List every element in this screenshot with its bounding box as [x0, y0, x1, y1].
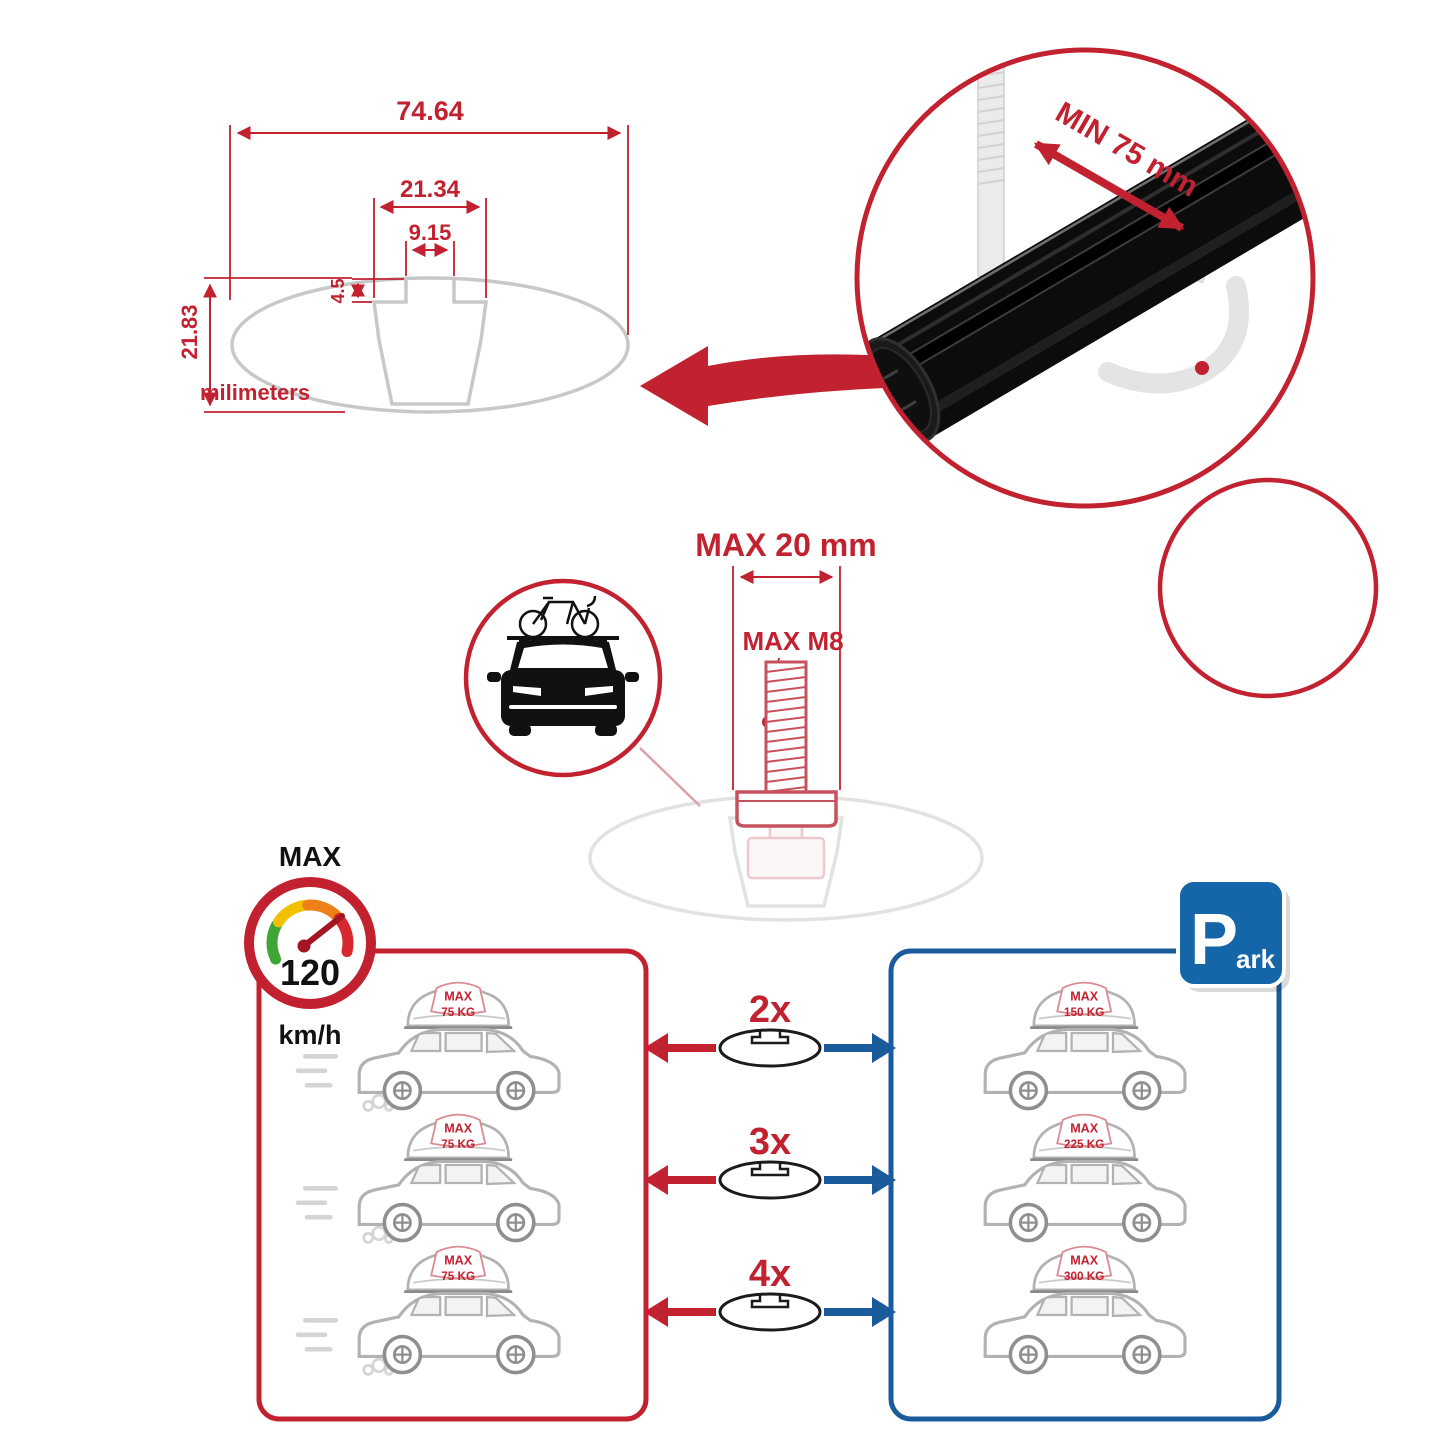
cargo-max-label: MAX [444, 990, 473, 1004]
gauge-arc-orange [302, 899, 342, 922]
zoom-arrow [640, 346, 884, 426]
ext-lines-slot-width [405, 241, 455, 276]
red-car-1: MAX 75 KG [298, 980, 561, 1111]
suv-rooftop-circle [1157, 477, 1379, 699]
ext-lines-total-width [229, 125, 629, 335]
suv-circle-bg [1160, 480, 1376, 696]
bolt-head [735, 790, 838, 828]
unit-label: milimeters [200, 380, 310, 405]
red-arrow-head [644, 1033, 668, 1063]
ext-lines-total-height [204, 277, 352, 413]
ext-lines-inner-width [373, 198, 487, 298]
red-car-2: MAX 75 KG [298, 1112, 561, 1243]
cargo-weight-label: 300 KG [1064, 1270, 1104, 1283]
cargo-max-label: MAX [1070, 1254, 1099, 1268]
blue-car-2: MAX 225 KG [983, 1112, 1187, 1243]
crossbar-icon [718, 1160, 822, 1200]
cargo-max-label: MAX [444, 1254, 473, 1268]
bolt-threads [765, 666, 807, 793]
cargo-weight-label: 75 KG [441, 1006, 475, 1019]
crossbar-profile [230, 276, 630, 414]
bike-car-illustration [487, 595, 639, 736]
gauge-arc-yellow [273, 900, 310, 928]
max-length-label: MAX 20 mm [695, 527, 876, 563]
multiplier-label: 3x [749, 1121, 791, 1163]
gauge-needle [301, 913, 345, 949]
blue-car-1: MAX 150 KG [983, 980, 1187, 1111]
speed-unit: km/h [278, 1020, 341, 1050]
cargo-max-label: MAX [1070, 1122, 1099, 1136]
clamp-point-dot [1195, 361, 1209, 375]
cargo-max-label: MAX [1070, 990, 1099, 1004]
car-bumper-gap [509, 705, 617, 709]
clamp-rod-left [977, 55, 1005, 277]
cargo-max-label: MAX [444, 1122, 473, 1136]
dimension-diagram: 74.64 21.34 9.15 4.5 21.83 milimeters [177, 96, 630, 414]
park-sign-board [1176, 878, 1286, 988]
park-sign: P ark [1176, 878, 1290, 992]
red-panel: MAX 75 KG MAX 75 KG MAX 75 KG [256, 948, 649, 1422]
dim-inner-width: 21.34 [400, 176, 461, 203]
bolt-spec: MAX 20 mm MAX M8 [588, 527, 984, 922]
gauge-needle-hub [297, 939, 311, 953]
dim-total-width: 74.64 [396, 96, 464, 126]
park-sign-suffix: ark [1236, 944, 1276, 974]
car-wheel-left [509, 724, 531, 736]
red-arrow-head [644, 1297, 668, 1327]
car-mirror-right [625, 672, 639, 682]
crossbar-icon [718, 1028, 822, 1068]
cargo-weight-label: 75 KG [441, 1138, 475, 1151]
cargo-weight-label: 75 KG [441, 1270, 475, 1283]
red-arrow-head [644, 1165, 668, 1195]
cargo-weight-label: 225 KG [1064, 1138, 1104, 1151]
multiplier-rows: 2x 3x 4x [644, 989, 896, 1332]
ext-lines-bolt [732, 566, 841, 790]
blue-arrow-head [872, 1165, 896, 1195]
blue-car-3: MAX 300 KG [983, 1244, 1187, 1375]
car-headlight-left [513, 686, 541, 696]
speed-value: 120 [280, 952, 340, 993]
multiplier-row-2: 3x [644, 1121, 896, 1200]
car-mirror-left [487, 672, 501, 682]
crossbar-t-slot [372, 279, 488, 406]
speed-limit-gauge: MAX 120 km/h [244, 841, 376, 1050]
crossbar-icon [718, 1292, 822, 1332]
suv-circle-ring [1157, 477, 1379, 699]
cargo-weight-label: 150 KG [1064, 1006, 1104, 1019]
multiplier-label: 4x [749, 1253, 791, 1295]
car-front-windshield [518, 644, 608, 668]
t-nut-plate [746, 818, 826, 880]
multiplier-row-1: 2x [644, 989, 896, 1068]
car-headlight-right [585, 686, 613, 696]
blue-arrow-head [872, 1297, 896, 1327]
ext-lines-slot-depth [352, 278, 404, 303]
red-car-3: MAX 75 KG [298, 1244, 561, 1375]
park-sign-letter: P [1190, 900, 1238, 980]
bike-circle-leader [639, 747, 701, 807]
detail-circle-ring [854, 47, 1316, 509]
bolt-illustration [735, 660, 838, 828]
speed-max-label: MAX [279, 841, 342, 872]
car-wheel-right [595, 724, 617, 736]
car-front-body [501, 670, 625, 726]
multiplier-label: 2x [749, 989, 791, 1031]
multiplier-row-3: 4x [644, 1253, 896, 1332]
blue-panel: MAX 150 KG MAX 225 KG MAX 300 KG [888, 948, 1282, 1422]
blue-arrow-head [872, 1033, 896, 1063]
detail-circle: MIN 75 mm [854, 47, 1316, 509]
max-thread-label: MAX M8 [742, 626, 843, 656]
bike-car-circle [463, 578, 663, 778]
dim-slot-depth: 4.5 [328, 278, 348, 303]
dim-slot-width: 9.15 [409, 220, 452, 245]
dim-total-height: 21.83 [177, 304, 202, 359]
gauge-arc-green [266, 919, 282, 965]
min-clamp-arrow [1033, 140, 1185, 232]
